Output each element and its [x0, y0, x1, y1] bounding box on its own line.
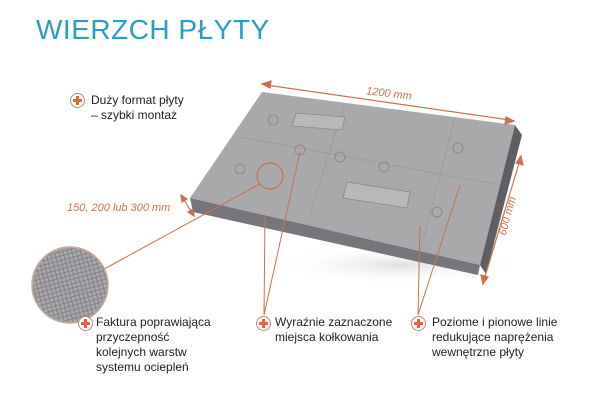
callout-stress-lines: Poziome i pionowe linie redukujące naprę… [432, 315, 558, 359]
board-front [190, 198, 480, 275]
board-top [190, 92, 515, 265]
plus-icon [70, 93, 85, 108]
board-side [480, 125, 522, 274]
plus-icon [256, 316, 271, 331]
callout-large-format: Duży format płyty – szybki montaż [91, 93, 184, 122]
thickness-label: 150, 200 lub 300 mm [67, 202, 171, 214]
callout-texture: Faktura poprawiająca przyczepność kolejn… [96, 315, 211, 374]
plus-icon [78, 316, 93, 331]
plus-icon [411, 316, 426, 331]
page-title: WIERZCH PŁYTY [36, 14, 270, 45]
callout-anchor-points: Wyraźnie zaznaczone miejsca kołkowania [275, 315, 393, 344]
